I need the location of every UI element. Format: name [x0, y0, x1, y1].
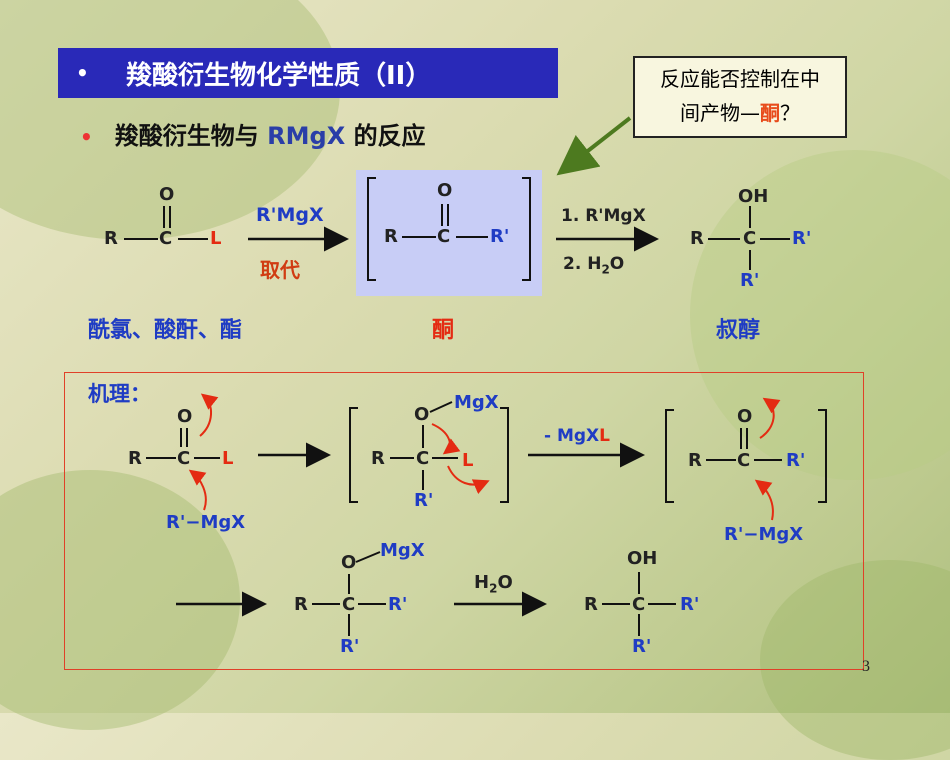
ketone-r-prime: R' [490, 226, 510, 247]
mech4-r: R [294, 594, 308, 615]
arrow1-type: 取代 [260, 258, 300, 282]
ketone-c: C [437, 226, 451, 247]
page-number: 3 [862, 658, 870, 675]
subtitle-suffix: 的反应 [353, 122, 426, 150]
caption-tertiary-alcohol: 叔醇 [716, 318, 761, 343]
elimination-label: - MgXL [544, 426, 611, 446]
mech3-o: O [737, 406, 753, 427]
mech2-mgx: MgX [454, 392, 499, 413]
mech1-c: C [177, 448, 191, 469]
mech3-reagent: R'−MgX [724, 524, 804, 545]
product-r-prime-right: R' [792, 228, 812, 249]
mech2-l: L [462, 450, 474, 471]
arrow1-reagent: R'MgX [256, 204, 324, 226]
mech1-l: L [222, 448, 234, 469]
mech2-r-prime: R' [414, 490, 434, 511]
mechanism-frame [64, 372, 864, 670]
callout-line2: 间产物—酮？ [635, 96, 845, 130]
mech4-c: C [342, 594, 356, 615]
mech3-c: C [737, 450, 751, 471]
mech5-r: R [584, 594, 598, 615]
background-leaf [0, 470, 240, 730]
callout-highlight: 酮 [760, 101, 780, 125]
product-c: C [743, 228, 757, 249]
callout-line2-prefix: 间产物— [680, 101, 760, 125]
caption-acyl-derivatives: 酰氯、酸酐、酯 [88, 318, 243, 343]
mech1-reagent: R'−MgX [166, 512, 246, 533]
hydrolysis-label: H2O [474, 572, 513, 596]
product-oh: OH [738, 186, 769, 207]
subtitle-prefix: 羧酸衍生物与 [114, 122, 259, 150]
mech2-c: C [416, 448, 430, 469]
mech4-r-prime-right: R' [388, 594, 408, 615]
subtitle-line: • 羧酸衍生物与 RMgX 的反应 [80, 116, 426, 151]
question-callout: 反应能否控制在中 间产物—酮？ [633, 56, 847, 138]
mech5-c: C [632, 594, 646, 615]
ketone-highlight-box [356, 170, 542, 296]
callout-line1: 反应能否控制在中 [660, 67, 820, 91]
subtitle-reagent: RMgX [267, 122, 346, 150]
mech3-r: R [688, 450, 702, 471]
mech1-o: O [177, 406, 193, 427]
arrow2-step1: 1. R'MgX [561, 206, 646, 226]
slide-title: 羧酸衍生物化学性质（II） [126, 60, 432, 91]
callout-pointer-arrow [556, 116, 632, 176]
product-r-prime-bottom: R' [740, 270, 760, 291]
slide-title-bar: • 羧酸衍生物化学性质（II） [58, 48, 558, 98]
product-r: R [690, 228, 704, 249]
start-o: O [159, 184, 175, 205]
callout-line2-suffix: ？ [780, 101, 800, 125]
mech4-r-prime-bottom: R' [340, 636, 360, 657]
subtitle-bullet: • [80, 125, 93, 149]
structure-lines [124, 116, 827, 636]
ketone-o: O [437, 180, 453, 201]
mech5-r-prime-bottom: R' [632, 636, 652, 657]
ketone-r: R [384, 226, 398, 247]
title-bullet: • [76, 61, 89, 85]
caption-ketone: 酮 [432, 318, 455, 343]
mech2-r: R [371, 448, 385, 469]
start-r: R [104, 228, 118, 249]
mech5-oh: OH [627, 548, 658, 569]
mech4-mgx: MgX [380, 540, 425, 561]
mech1-r: R [128, 448, 142, 469]
mechanism-heading: 机理： [88, 382, 151, 406]
background-leaf [690, 150, 950, 480]
arrow2-step2: 2. H2O [563, 254, 625, 277]
mech3-r-prime: R' [786, 450, 806, 471]
mech2-o: O [414, 404, 430, 425]
start-l: L [210, 228, 222, 249]
mech5-r-prime-right: R' [680, 594, 700, 615]
mech4-o: O [341, 552, 357, 573]
start-c: C [159, 228, 173, 249]
